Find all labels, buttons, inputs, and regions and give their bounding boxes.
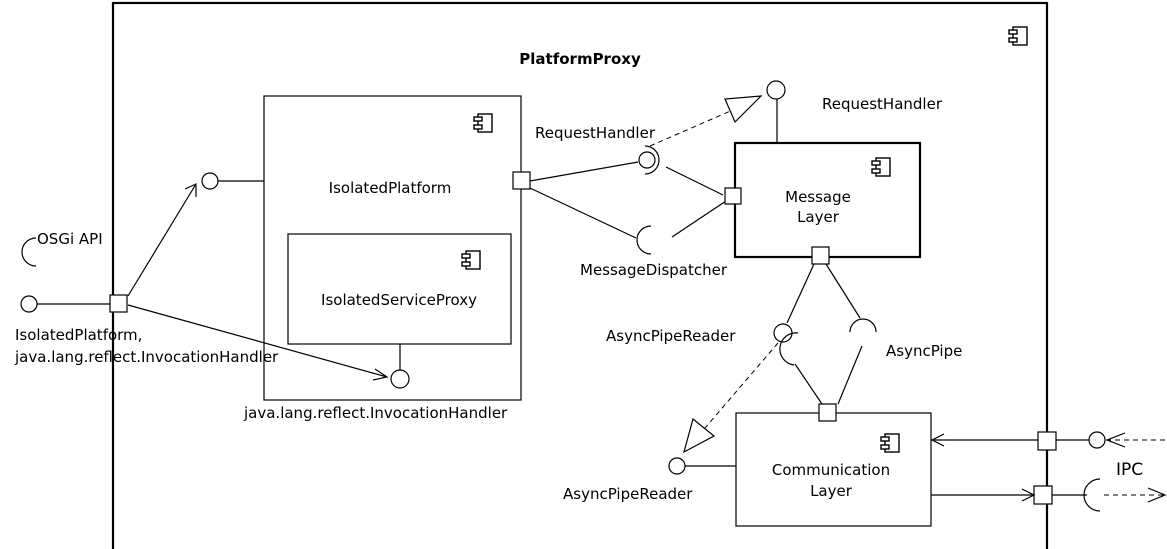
realization-arrowhead — [724, 95, 763, 124]
message-layer-bottom-port — [811, 246, 830, 265]
request-handler-provided-label: RequestHandler — [822, 95, 943, 113]
async-pipe-connector — [825, 263, 861, 319]
realization-dependency — [649, 105, 743, 147]
async-pipe-reader-bottom-label: AsyncPipeReader — [563, 485, 693, 503]
message-dispatcher-connector — [529, 187, 637, 239]
osgi-api-socket — [21, 237, 37, 267]
communication-layer-top-port — [818, 403, 837, 422]
communication-layer-label-line1: Communication — [772, 461, 890, 479]
async-pipe-connector — [837, 345, 863, 405]
message-dispatcher-socket — [636, 225, 652, 255]
invocation-handler-lollipop — [390, 369, 410, 389]
arrowhead — [184, 183, 197, 197]
delegation-connector — [127, 304, 388, 378]
isolated-platform-port — [512, 171, 531, 190]
request-handler-connector — [665, 166, 724, 196]
osgi-api-label: OSGi API — [37, 230, 103, 248]
external-provided-label-line1: IsolatedPlatform, — [15, 326, 142, 344]
request-handler-socket — [644, 145, 660, 175]
external-provided-label-line2: java.lang.reflect.InvocationHandler — [14, 348, 279, 366]
request-handler-required-label: RequestHandler — [535, 124, 656, 142]
ipc-required-socket — [1083, 478, 1101, 512]
message-layer-port — [724, 187, 742, 205]
external-provided-lollipop — [20, 295, 38, 313]
async-pipe-reader-top-label: AsyncPipeReader — [606, 327, 736, 345]
invocation-handler-label: java.lang.reflect.InvocationHandler — [243, 404, 508, 422]
async-pipe-reader-connector — [794, 363, 823, 405]
message-dispatcher-label: MessageDispatcher — [580, 261, 728, 279]
communication-layer-component — [735, 412, 932, 527]
arrowhead — [372, 368, 389, 381]
async-pipe-reader-socket — [779, 332, 799, 366]
ipc-port-top — [1037, 431, 1057, 451]
arrowhead — [1021, 488, 1036, 502]
realization-dependency — [704, 342, 779, 429]
arrowhead — [1147, 487, 1167, 503]
isolated-platform-lollipop — [201, 172, 219, 190]
isolated-service-proxy-label: IsolatedServiceProxy — [321, 291, 477, 309]
message-layer-label-line1: Message — [785, 188, 851, 206]
ipc-provided-lollipop — [1088, 431, 1106, 449]
ipc-label: IPC — [1116, 460, 1143, 480]
delegation-connector — [127, 183, 197, 297]
communication-layer-label-line2: Layer — [810, 482, 853, 500]
request-handler-connector — [529, 161, 639, 182]
async-pipe-reader-bottom-lollipop — [668, 457, 686, 475]
message-layer-label-line2: Layer — [797, 208, 840, 226]
ipc-port-bottom — [1033, 485, 1053, 505]
isolated-platform-label: IsolatedPlatform — [329, 179, 452, 197]
realization-arrowhead — [683, 417, 716, 454]
arrowhead — [930, 433, 945, 447]
async-pipe-reader-connector — [786, 263, 815, 324]
async-pipe-socket — [849, 318, 877, 333]
platform-proxy-port-left — [109, 294, 128, 313]
arrowhead — [1105, 432, 1126, 448]
async-pipe-label: AsyncPipe — [886, 342, 962, 360]
request-handler-provided-lollipop — [766, 80, 786, 100]
platform-proxy-title: PlatformProxy — [519, 50, 641, 68]
message-dispatcher-connector — [671, 200, 727, 238]
request-handler-ball — [638, 151, 656, 169]
